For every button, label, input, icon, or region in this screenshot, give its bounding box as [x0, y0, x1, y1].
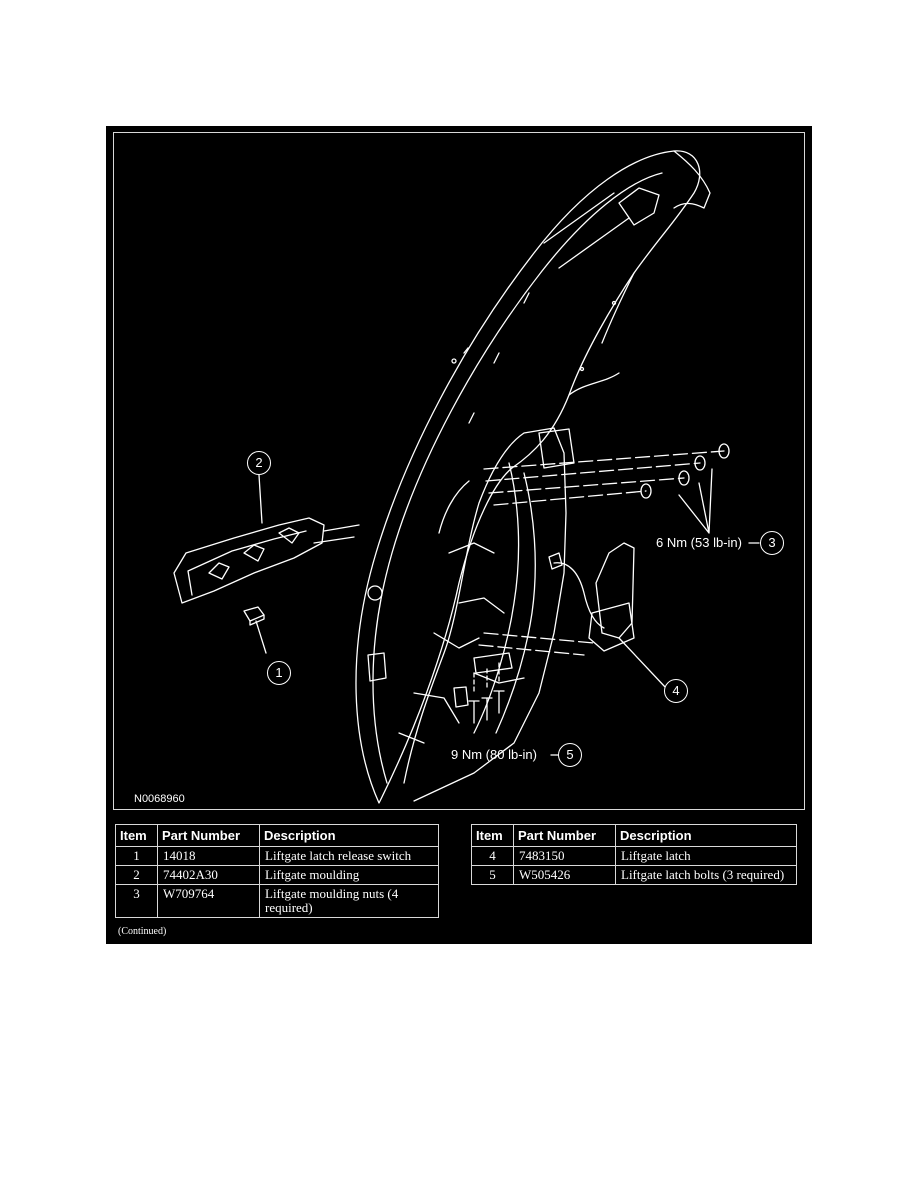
header-description: Description	[259, 824, 439, 847]
drawing-id: N0068960	[134, 793, 185, 805]
header-description: Description	[615, 824, 797, 847]
part-number-cell: W505426	[513, 865, 616, 885]
table-header-row: Item Part Number Description	[115, 824, 439, 847]
table-row: 2 74402A30 Liftgate moulding	[115, 865, 439, 885]
callout-bubble-5: 5	[558, 743, 582, 767]
liftgate-panel	[355, 150, 711, 804]
moulding-nuts	[483, 443, 730, 534]
description-cell: Liftgate latch bolts (3 required)	[615, 865, 797, 885]
item-cell: 1	[115, 846, 158, 866]
callout-bubble-4: 4	[664, 679, 688, 703]
parts-table-right: Item Part Number Description 4 7483150 L…	[471, 824, 797, 885]
continued-note: (Continued)	[118, 926, 167, 937]
latch-bolts	[468, 662, 505, 724]
figure-panel: N0068960 1 2 6 Nm (53 lb-in) 3 4 9 Nm (8…	[106, 126, 812, 944]
description-cell: Liftgate latch	[615, 846, 797, 866]
item-cell: 5	[471, 865, 514, 885]
part-number-cell: 7483150	[513, 846, 616, 866]
torque-spec-3: 6 Nm (53 lb-in)	[656, 535, 742, 550]
callout-bubble-3: 3	[760, 531, 784, 555]
item-cell: 3	[115, 884, 158, 918]
table-row: 5 W505426 Liftgate latch bolts (3 requir…	[471, 865, 797, 885]
liftgate-moulding	[173, 517, 360, 604]
latch-release-switch	[243, 606, 265, 626]
header-part-number: Part Number	[157, 824, 260, 847]
table-row: 1 14018 Liftgate latch release switch	[115, 846, 439, 866]
description-cell: Liftgate moulding	[259, 865, 439, 885]
header-item: Item	[471, 824, 514, 847]
callout-bubble-1: 1	[267, 661, 291, 685]
liftgate-latch	[478, 542, 635, 656]
torque-spec-5: 9 Nm (80 lb-in)	[451, 747, 537, 762]
table-row: 3 W709764 Liftgate moulding nuts (4 requ…	[115, 884, 439, 918]
liftgate-illustration	[173, 150, 760, 804]
table-row: 4 7483150 Liftgate latch	[471, 846, 797, 866]
callout-bubble-2: 2	[247, 451, 271, 475]
leader-lines	[255, 474, 760, 756]
part-number-cell: 14018	[157, 846, 260, 866]
header-part-number: Part Number	[513, 824, 616, 847]
table-header-row: Item Part Number Description	[471, 824, 797, 847]
item-cell: 4	[471, 846, 514, 866]
description-cell: Liftgate latch release switch	[259, 846, 439, 866]
item-cell: 2	[115, 865, 158, 885]
part-number-cell: W709764	[157, 884, 260, 918]
parts-table-left: Item Part Number Description 1 14018 Lif…	[115, 824, 439, 918]
part-number-cell: 74402A30	[157, 865, 260, 885]
description-cell: Liftgate moulding nuts (4 required)	[259, 884, 439, 918]
exploded-view-diagram: N0068960 1 2 6 Nm (53 lb-in) 3 4 9 Nm (8…	[113, 132, 805, 810]
header-item: Item	[115, 824, 158, 847]
